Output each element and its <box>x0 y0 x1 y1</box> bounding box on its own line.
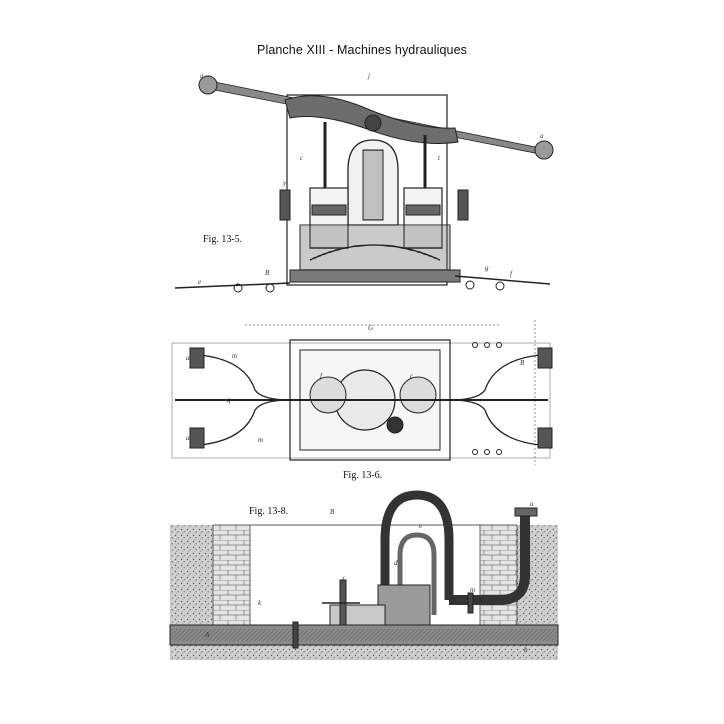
fig8-letter-k: k <box>258 599 262 607</box>
figure-13-6-letters: G m m q a a B f c <box>186 324 525 444</box>
lever-handle-right <box>534 140 554 160</box>
figure-13-8-section <box>169 490 559 660</box>
fig5-letter-t: t <box>438 154 441 162</box>
fig5-letter-y: y <box>282 179 287 187</box>
fig8-letter-d: d <box>394 559 398 567</box>
fig5-letter-a1: a <box>200 72 204 80</box>
fig6-letter-f: f <box>320 372 323 380</box>
figure-13-5-pump-elevation <box>174 75 554 293</box>
figure-label-13-6: Fig. 13-6. <box>343 470 383 481</box>
fig5-letter-g: g <box>485 264 489 272</box>
fig5-letter-j: j <box>367 72 370 80</box>
fig8-letter-b: b <box>524 646 528 654</box>
plate-title: Planche XIII - Machines hydrauliques <box>257 43 467 57</box>
fig6-letter-m1: m <box>232 352 237 360</box>
fig8-letter-f: f <box>342 576 345 584</box>
fig8-letter-e: e <box>419 522 422 530</box>
figure-label-13-8: Fig. 13-8. <box>249 506 289 517</box>
fig8-letter-B: B <box>330 508 335 516</box>
fig5-letter-e: e <box>198 278 201 286</box>
fig6-letter-m2: m <box>258 436 263 444</box>
fig6-letter-B: B <box>520 359 525 367</box>
figure-13-8-letters: B a e k d f A m b <box>204 500 534 654</box>
fig8-letter-a: a <box>530 500 534 508</box>
figure-13-6-pump-plan <box>171 320 553 465</box>
fig5-letter-f: f <box>510 270 513 278</box>
fig6-letter-a2: a <box>186 434 190 442</box>
fig5-letter-c: c <box>300 154 304 162</box>
fig6-letter-q: q <box>227 396 231 404</box>
figure-13-5-letters: j a a c t y g B e f <box>198 72 544 286</box>
fig6-letter-G: G <box>368 324 373 332</box>
fig8-letter-m: m <box>470 586 475 594</box>
fig6-letter-a1: a <box>186 354 190 362</box>
fig5-letter-a2: a <box>540 132 544 140</box>
fig5-letter-B: B <box>265 269 270 277</box>
figure-label-13-5: Fig. 13-5. <box>203 234 243 245</box>
fig8-letter-A: A <box>204 631 210 639</box>
fig6-letter-c: c <box>410 372 414 380</box>
lever-handle-left <box>198 75 218 95</box>
